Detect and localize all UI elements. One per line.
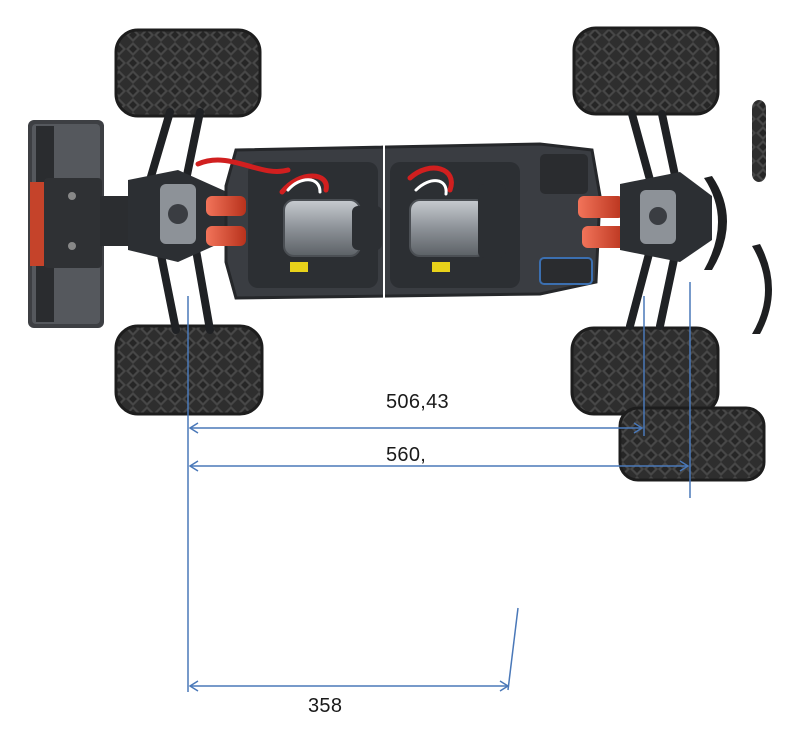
arrowhead (188, 680, 199, 692)
shock-absorber-icon (206, 196, 246, 246)
arrowhead (679, 460, 690, 472)
arrowhead (188, 422, 199, 434)
front-bumper (704, 176, 727, 270)
rear-wing (28, 120, 130, 328)
arrowhead (499, 680, 510, 692)
arrowhead (633, 422, 644, 434)
battery-tag (432, 262, 450, 272)
dimension-label-wheelbase-inner: 506,43 (386, 391, 449, 413)
image-seam (346, 320, 480, 330)
right-hub (620, 172, 712, 262)
extension-line-short (507, 607, 519, 691)
dimension-lines (187, 282, 691, 692)
shock-absorber-icon (578, 196, 626, 248)
dimension-label-short-span: 358 (308, 695, 343, 717)
motor-icon (283, 199, 382, 257)
battery-tag (290, 262, 308, 272)
overlay-fragment (618, 100, 800, 482)
tire-icon (572, 26, 720, 116)
arrowhead (188, 460, 199, 472)
tire-icon (570, 326, 720, 416)
tire-icon (114, 324, 264, 416)
motor-icon (409, 184, 506, 258)
tire-icon (114, 28, 262, 118)
dimension-label-wheelbase-outer: 560, (386, 444, 427, 466)
wiring (195, 157, 454, 196)
